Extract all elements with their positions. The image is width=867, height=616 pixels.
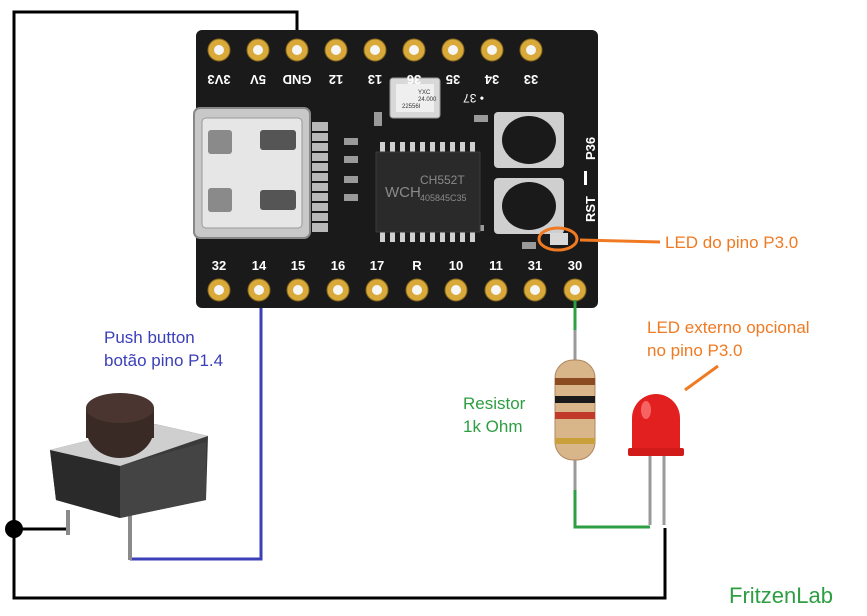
bottom-pin-label-0: 32 bbox=[212, 258, 226, 273]
pin-37-label: • 37 bbox=[463, 91, 484, 105]
bottom-pin-pad-0-hole bbox=[214, 285, 224, 295]
crystal-text-3: 22556I bbox=[402, 104, 421, 110]
top-pin-label-4: 13 bbox=[368, 72, 382, 87]
bottom-pin-label-1: 14 bbox=[252, 258, 267, 273]
bottom-pin-label-9: 30 bbox=[568, 258, 582, 273]
top-pin-pad-5-hole bbox=[409, 45, 419, 55]
bottom-pin-pad-8-hole bbox=[530, 285, 540, 295]
bottom-pin-label-6: 10 bbox=[449, 258, 463, 273]
chip-logo: WCH bbox=[385, 184, 421, 201]
bottom-pin-label-4: 17 bbox=[370, 258, 384, 273]
orange-callouts bbox=[537, 226, 719, 392]
onboard-led bbox=[550, 233, 568, 245]
top-pin-label-8: 33 bbox=[524, 72, 538, 87]
blue-wire bbox=[130, 290, 263, 561]
board-buttons bbox=[494, 112, 564, 234]
bottom-pin-pad-7-hole bbox=[491, 285, 501, 295]
bottom-pin-label-8: 31 bbox=[528, 258, 542, 273]
bottom-pin-pad-5-hole bbox=[412, 285, 422, 295]
usb-c-connector bbox=[193, 107, 328, 239]
label-rst: RST bbox=[583, 196, 598, 222]
top-pin-pad-7-hole bbox=[487, 45, 497, 55]
bottom-pin-pad-6-hole bbox=[451, 285, 461, 295]
push-button-label-line2: botão pino P1.4 bbox=[104, 351, 224, 370]
junction-dot bbox=[5, 520, 23, 538]
top-pin-pad-6-hole bbox=[448, 45, 458, 55]
label-p36: P36 bbox=[583, 137, 598, 160]
top-pin-label-3: 12 bbox=[329, 72, 343, 87]
bottom-pin-label-3: 16 bbox=[331, 258, 345, 273]
chip-text-1: CH552T bbox=[420, 173, 465, 187]
bottom-pin-pad-9-hole bbox=[570, 285, 580, 295]
top-pin-pad-0-hole bbox=[214, 45, 224, 55]
external-led bbox=[628, 394, 684, 525]
top-pin-label-1: 5V bbox=[250, 72, 266, 87]
crystal: YXC 24.000 22556I bbox=[389, 77, 441, 119]
top-pin-pad-1-hole bbox=[253, 45, 263, 55]
bottom-pin-label-2: 15 bbox=[291, 258, 305, 273]
brand-label: FritzenLab bbox=[729, 583, 833, 608]
callout-line-onboard bbox=[579, 238, 661, 244]
chip-text-2: 405845C35 bbox=[420, 193, 467, 203]
top-pin-label-5: 36 bbox=[407, 72, 421, 87]
top-pin-label-7: 34 bbox=[484, 72, 499, 87]
top-pin-label-2: GND bbox=[283, 72, 312, 87]
crystal-text-2: 24.000 bbox=[418, 97, 437, 103]
bottom-pin-pad-1-hole bbox=[254, 285, 264, 295]
top-pin-label-6: 35 bbox=[446, 72, 460, 87]
crystal-text-1: YXC bbox=[418, 90, 431, 96]
push-button bbox=[50, 393, 208, 560]
black-wire-main bbox=[12, 10, 667, 600]
pin-group: 3V3 5V GND 12 13 36 35 34 33 32 14 15 16 17 R 10 11 31 30 bbox=[207, 38, 587, 302]
bottom-pin-pad-3-hole bbox=[333, 285, 343, 295]
bottom-pin-pad-4-hole bbox=[372, 285, 382, 295]
top-pin-pad-2-hole bbox=[292, 45, 302, 55]
resistor-label-line2: 1k Ohm bbox=[463, 417, 523, 436]
resistor-label-line1: Resistor bbox=[463, 394, 526, 413]
ch552-board: WCH CH552T 405845C35 YXC 24.000 22556I •… bbox=[193, 30, 598, 308]
push-button-label-line1: Push button bbox=[104, 328, 195, 347]
bottom-pin-label-5: R bbox=[412, 258, 422, 273]
led-external-label-line1: LED externo opcional bbox=[647, 318, 810, 337]
resistor bbox=[554, 330, 596, 490]
led-external-label-line2: no pino P3.0 bbox=[647, 341, 743, 360]
led-onboard-label: LED do pino P3.0 bbox=[665, 233, 799, 252]
top-pin-pad-4-hole bbox=[370, 45, 380, 55]
top-pin-label-0: 3V3 bbox=[207, 72, 230, 87]
callout-line-external bbox=[684, 364, 719, 392]
bottom-pin-pad-2-hole bbox=[293, 285, 303, 295]
top-pin-pad-8-hole bbox=[526, 45, 536, 55]
top-pin-pad-3-hole bbox=[331, 45, 341, 55]
ch552-chip: WCH CH552T 405845C35 bbox=[375, 142, 481, 242]
bottom-pin-label-7: 11 bbox=[489, 258, 503, 273]
led-highlight-circle bbox=[537, 226, 579, 252]
